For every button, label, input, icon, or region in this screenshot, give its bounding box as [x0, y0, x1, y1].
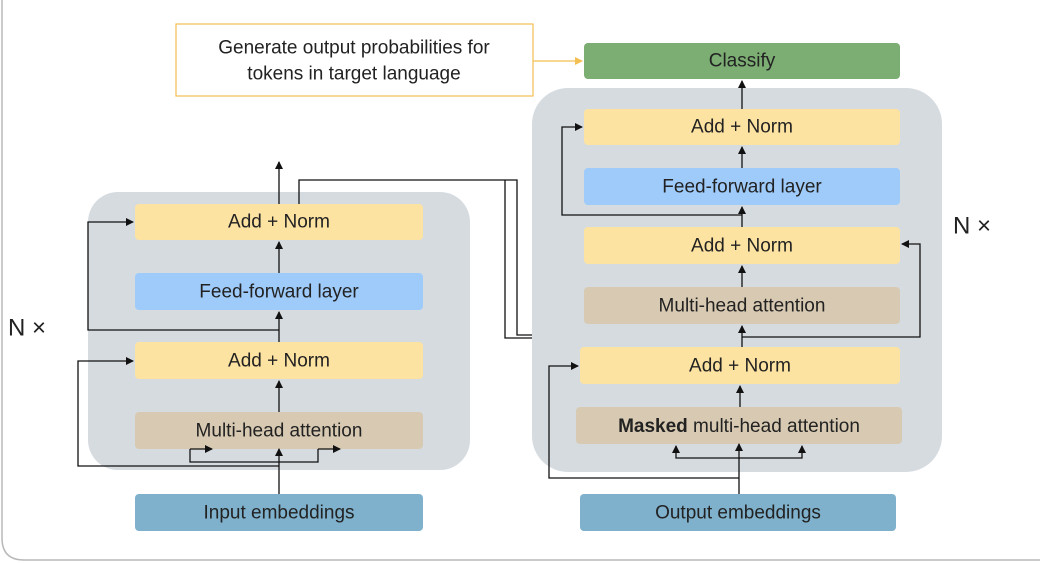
decoder-masked-attention-label: Masked multi-head attention: [618, 416, 860, 437]
classify-label: Classify: [709, 51, 776, 72]
encoder-add-norm-top-label: Add + Norm: [228, 212, 330, 233]
masked-rest: multi-head attention: [688, 416, 860, 437]
decoder-add-norm-bottom-label: Add + Norm: [689, 356, 791, 377]
encoder-attention-box: Multi-head attention: [135, 412, 423, 449]
input-embeddings-label: Input embeddings: [203, 503, 354, 524]
encoder-add-norm-bottom-box: Add + Norm: [135, 342, 423, 379]
encoder-repeat-label: N ×: [8, 315, 46, 342]
annotation-note: Generate output probabilities for tokens…: [175, 23, 534, 97]
encoder-feed-forward-label: Feed-forward layer: [199, 282, 359, 303]
encoder-add-norm-top-box: Add + Norm: [135, 204, 423, 240]
input-embeddings-box: Input embeddings: [135, 494, 423, 531]
decoder-feed-forward-label: Feed-forward layer: [662, 177, 822, 198]
decoder-add-norm-middle-label: Add + Norm: [691, 236, 793, 257]
decoder-masked-attention-box: Masked multi-head attention: [576, 407, 902, 444]
encoder-attention-label: Multi-head attention: [196, 421, 363, 442]
annotation-line-1: Generate output probabilities for: [218, 38, 490, 59]
decoder-arrows: [548, 80, 921, 494]
masked-word: Masked: [618, 416, 688, 437]
classify-box: Classify: [584, 43, 900, 79]
decoder-add-norm-top-box: Add + Norm: [584, 109, 900, 145]
decoder-add-norm-middle-box: Add + Norm: [584, 227, 900, 264]
decoder-cross-attention-label: Multi-head attention: [659, 296, 826, 317]
decoder-add-norm-top-label: Add + Norm: [691, 117, 793, 138]
output-embeddings-box: Output embeddings: [580, 494, 896, 531]
decoder-repeat-label: N ×: [953, 213, 991, 240]
encoder-add-norm-bottom-label: Add + Norm: [228, 351, 330, 372]
decoder-add-norm-bottom-box: Add + Norm: [580, 347, 900, 384]
annotation-line-2: tokens in target language: [247, 64, 460, 85]
output-embeddings-label: Output embeddings: [655, 503, 821, 524]
decoder-feed-forward-box: Feed-forward layer: [584, 168, 900, 205]
encoder-feed-forward-box: Feed-forward layer: [135, 273, 423, 310]
decoder-cross-attention-box: Multi-head attention: [584, 287, 900, 324]
